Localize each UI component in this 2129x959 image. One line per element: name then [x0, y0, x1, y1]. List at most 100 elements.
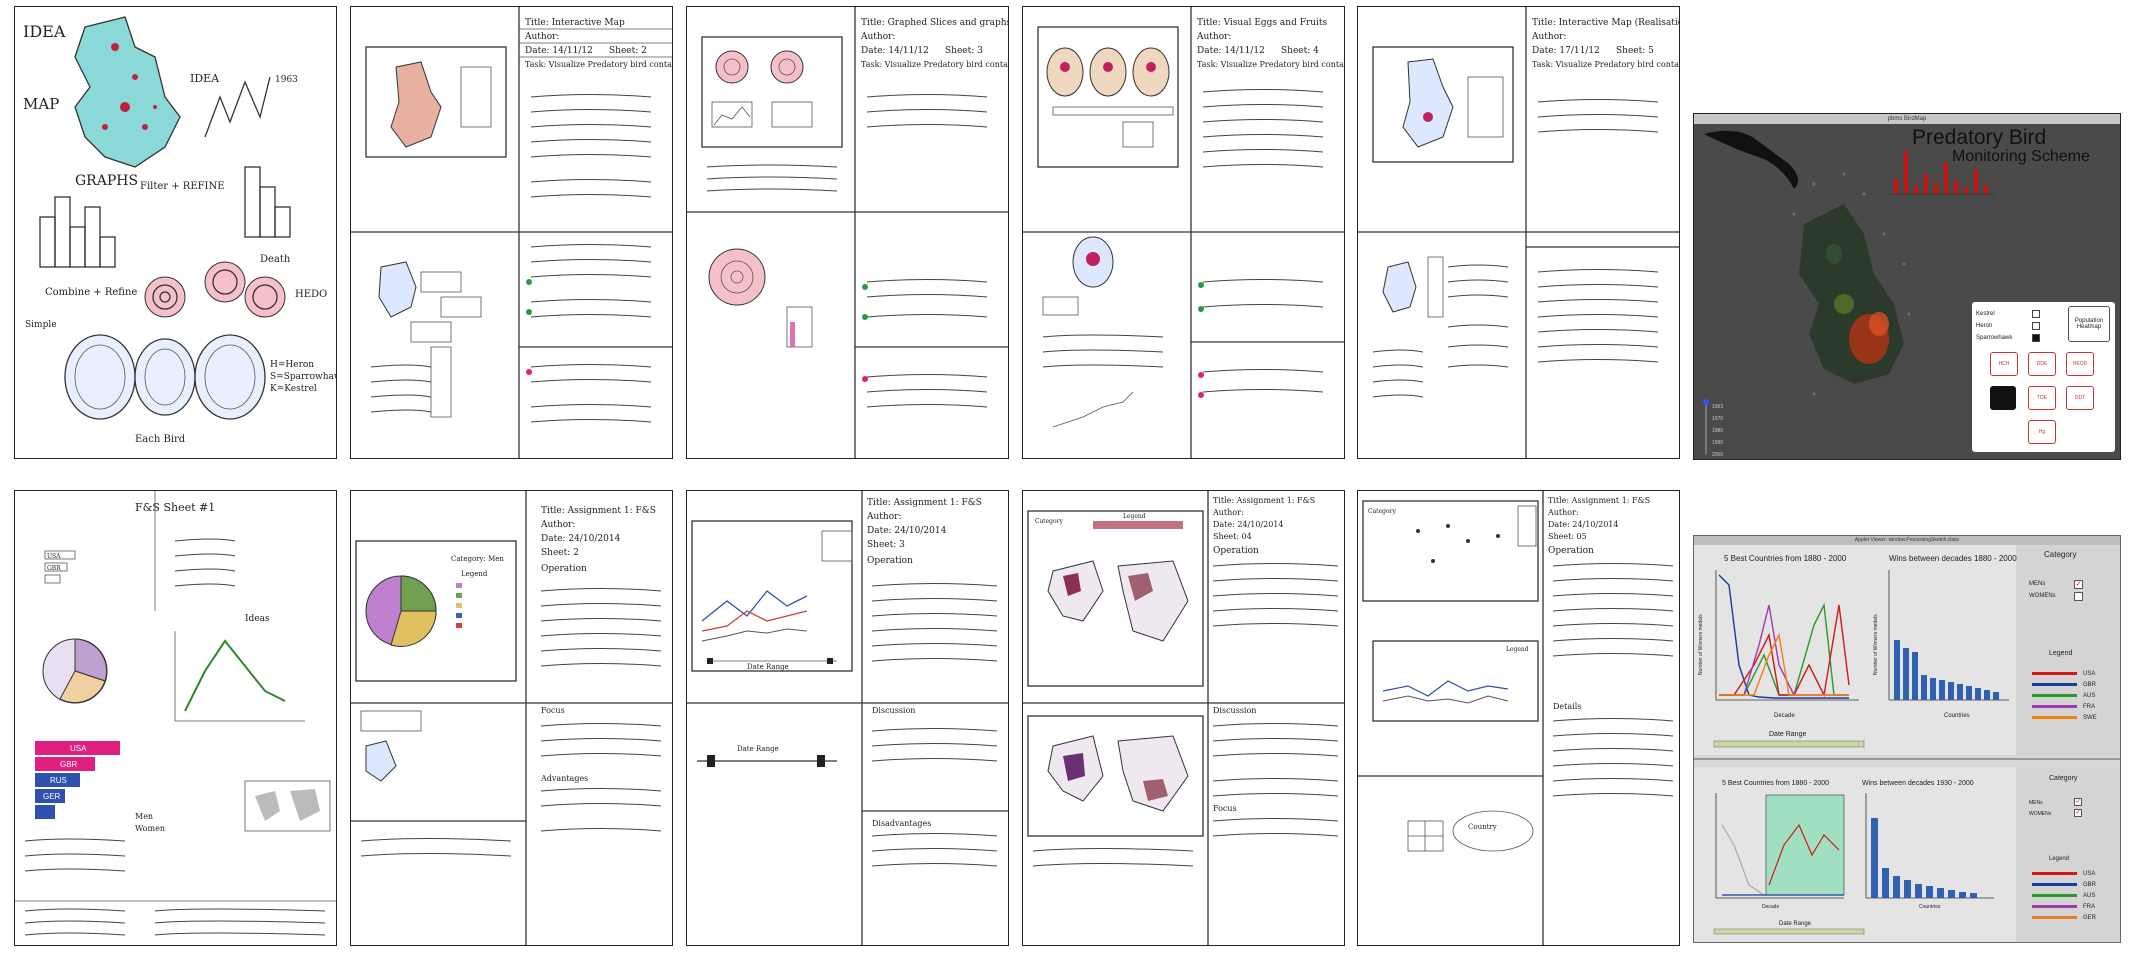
- sheet-date: Date: 14/11/12: [861, 46, 929, 56]
- country-bar: [1959, 892, 1966, 898]
- population-heatmap-button[interactable]: Population Heatmap: [2068, 306, 2110, 342]
- sheet-task: Task: Visualize Predatory bird contamina…: [1197, 60, 1345, 69]
- legend-item: SWE: [2024, 712, 2116, 723]
- left-chart-title-2: 5 Best Countries from 1880 - 2000: [1722, 780, 1829, 787]
- operation-heading: Operation: [541, 564, 587, 574]
- legend-item: AUS: [2024, 890, 2116, 901]
- note-usa: USA: [47, 553, 61, 560]
- country-bar: [1948, 890, 1955, 898]
- sketch-sheet-fs-1: F&S Sheet #1 USA GBR USA GBR RUS GER Ide…: [14, 490, 337, 946]
- sheet-author: Author:: [1531, 32, 1566, 42]
- bird-logo: [1704, 130, 1798, 189]
- lower-bar-chart: [1871, 818, 1977, 898]
- sheet-author: Author:: [866, 512, 901, 522]
- lower-line-chart: [1721, 823, 1844, 896]
- country-bar: [1882, 868, 1889, 898]
- legend-item: USA: [2024, 668, 2116, 679]
- women-legend: Women: [135, 824, 165, 833]
- idea-label: IDEA: [23, 22, 66, 41]
- country-bar: [1871, 818, 1878, 898]
- right-x-label: Countries: [1944, 713, 1970, 719]
- men-checkbox-2[interactable]: ✓: [2074, 798, 2082, 806]
- hch-button[interactable]: HCH: [1990, 352, 2018, 376]
- legend-item: AUS: [2024, 690, 2116, 701]
- women-checkbox-2[interactable]: ✓: [2074, 809, 2082, 817]
- legend-item: USA: [2024, 868, 2116, 879]
- date-range-label-2: Date Range: [1779, 921, 1812, 927]
- sheet-author: Author:: [1212, 508, 1244, 517]
- date-range-label: Date Range: [1769, 731, 1806, 738]
- series-line: [1721, 824, 1765, 896]
- discussion-heading: Discussion: [1213, 706, 1256, 715]
- bird-bar: [1954, 180, 1958, 194]
- category-title: Category: [2044, 550, 2076, 559]
- sheet-number: Sheet: 3: [945, 46, 983, 56]
- ddt-button[interactable]: DDT: [2066, 386, 2094, 410]
- predatory-bird-app-window: pbms BirdMap 1963 1970 1980 1990 2000 Pr…: [1693, 113, 2121, 460]
- series-line: [1719, 632, 1849, 696]
- sheet-number: Sheet: 5: [1616, 46, 1654, 56]
- country-bar: [1957, 684, 1963, 700]
- upper-line-chart: [1718, 574, 1850, 699]
- olympics-app-window: Applet Viewer: window.ProcessingSketch.c…: [1693, 535, 2121, 943]
- filter-refine-label: Filter + REFINE: [140, 181, 225, 192]
- sheet-author: Author:: [524, 32, 559, 42]
- sheet-title: Title: Interactive Map (Realisation): [1532, 17, 1680, 28]
- kestrel-checkbox[interactable]: [2032, 310, 2040, 318]
- sketch-sheet-fs-4: Title: Assignment 1: F&S Author: Date: 2…: [1022, 490, 1345, 946]
- heron-checkbox[interactable]: [2032, 322, 2040, 330]
- sketch-sheet-fs-3: Title: Assignment 1: F&S Author: Date: 2…: [686, 490, 1009, 946]
- country-bar: [1893, 876, 1900, 898]
- sheet-author: Author:: [1547, 508, 1579, 517]
- app-heading-line1: Predatory Bird: [1912, 126, 2047, 149]
- advantages-heading: Advantages: [540, 774, 588, 783]
- left-y-label: Number of Winners medals: [1698, 614, 1704, 675]
- selected-toggle-button[interactable]: [1990, 386, 2016, 410]
- legend-label: FRA: [2083, 703, 2095, 710]
- legend-label: USA: [2083, 870, 2096, 877]
- map-label: MAP: [23, 95, 59, 113]
- hg-button[interactable]: Hg: [2028, 420, 2056, 444]
- operation-heading: Operation: [1213, 546, 1259, 556]
- year-tick-1980: 1980: [1712, 428, 1723, 434]
- legend-title-2: Legend: [2049, 856, 2069, 862]
- ideas-label: Ideas: [245, 614, 270, 624]
- sheet-number: Sheet: 05: [1548, 532, 1587, 541]
- category-label: Category: [1368, 508, 1396, 515]
- heod-button[interactable]: HEOD: [2066, 352, 2094, 376]
- window-title: pbms BirdMap: [1887, 116, 1927, 122]
- idea-label-2: IDEA: [190, 72, 220, 85]
- left-chart-title: 5 Best Countries from 1880 - 2000: [1724, 554, 1847, 563]
- sheet-task: Task: Visualize Predatory bird contamina…: [861, 60, 1009, 69]
- legend-swatch: [2032, 683, 2077, 686]
- combine-refine-label: Combine + Refine: [45, 287, 137, 298]
- sheet-author: Author:: [540, 520, 575, 530]
- disadvantages-heading: Disadvantages: [872, 819, 931, 828]
- legend-swatch: [2032, 705, 2077, 708]
- sheet-title: Title: Assignment 1: F&S: [867, 498, 982, 508]
- sheet-date: Date: 24/10/2014: [1213, 520, 1283, 529]
- country-bar: [1937, 888, 1944, 898]
- category-title-2: Category: [2049, 775, 2078, 782]
- tde-button[interactable]: TDE: [2028, 386, 2056, 410]
- country-bar: [1894, 640, 1900, 700]
- men-checkbox[interactable]: ✓: [2074, 580, 2083, 589]
- sheet-date: Date: 24/10/2014: [867, 526, 947, 536]
- app-heading-line2: Monitoring Scheme: [1952, 148, 2090, 165]
- country-bar: [1912, 652, 1918, 700]
- dde-button[interactable]: DDE: [2028, 352, 2056, 376]
- sketch-sheet-ideas: IDEA MAP IDEA 1963 GRAPHS Filter + REFIN…: [14, 6, 337, 459]
- legend-heron: Heron: [1976, 323, 1993, 329]
- country-bar: [1926, 886, 1933, 898]
- sparrowhawk-checkbox[interactable]: [2032, 334, 2040, 342]
- note-gbr: GBR: [47, 565, 61, 572]
- year-tick-1963: 1963: [1712, 404, 1723, 410]
- bird-bar: [1974, 169, 1978, 194]
- sheet-task: Task: Visualize Predatory bird contamina…: [1532, 60, 1680, 69]
- country-bar: [1966, 686, 1972, 700]
- details-heading: Details: [1553, 702, 1581, 711]
- legend-label: GBR: [2083, 881, 2097, 888]
- women-checkbox[interactable]: [2074, 592, 2083, 601]
